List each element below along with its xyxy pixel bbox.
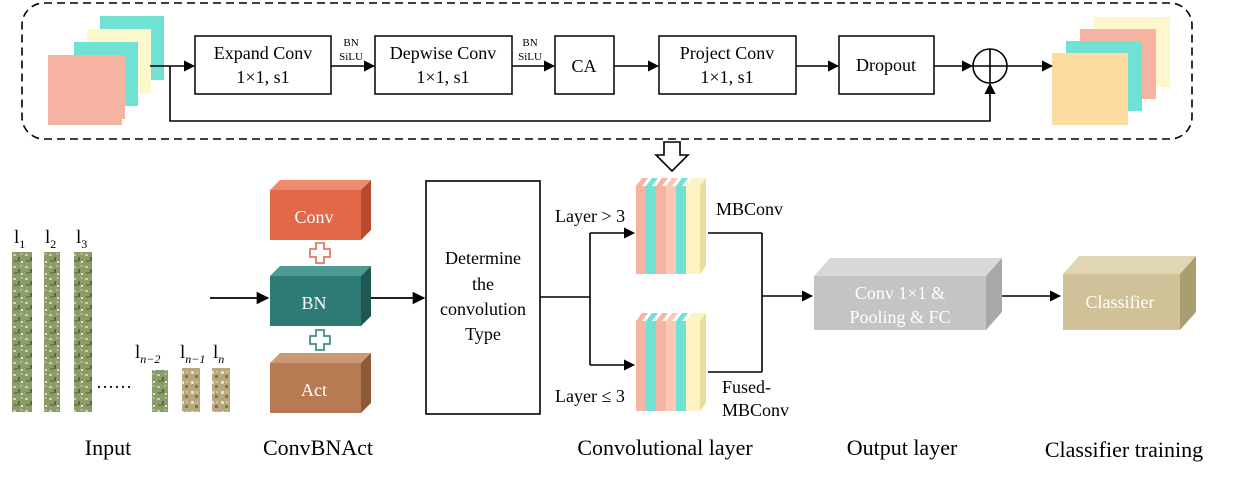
bn-block: BN <box>270 266 371 326</box>
conv-block: Conv <box>270 180 371 240</box>
project-conv-box <box>658 35 797 95</box>
expand-down-arrow-icon <box>654 141 690 173</box>
classifier-block <box>1063 274 1180 330</box>
condition-top: Layer > 3 <box>555 206 625 226</box>
input-image <box>74 252 92 412</box>
input-image <box>44 252 60 412</box>
convolutional-layer-section: Layer > 3 Layer ≤ 3 <box>540 178 814 460</box>
classifier-label: Classifier <box>1086 292 1155 312</box>
bn-block-label: BN <box>301 293 326 313</box>
determine-line: Determine <box>445 248 521 268</box>
output-layer-caption: Output layer <box>847 435 958 460</box>
plus-icon <box>309 329 331 351</box>
silu-label: SiLU <box>339 51 363 63</box>
ca-label: CA <box>571 56 596 76</box>
conv-layer-caption: Convolutional layer <box>577 435 753 460</box>
input-label: ln−2 <box>135 342 160 366</box>
ellipsis: …… <box>96 372 132 392</box>
classifier-section: Classifier Classifier training <box>1045 256 1203 462</box>
expand-conv-title: Expand Conv <box>214 43 313 63</box>
input-image <box>212 368 230 412</box>
mbconv-detail-block: Expand Conv 1×1, s1 BN SiLU Depwise Conv… <box>21 2 1193 140</box>
input-label: l2 <box>45 227 56 251</box>
conv-label: Conv <box>294 207 333 227</box>
determine-line: convolution <box>440 299 526 319</box>
project-conv-title: Project Conv <box>680 43 775 63</box>
depwise-conv-params: 1×1, s1 <box>416 67 469 87</box>
plus-icon <box>309 242 331 264</box>
input-feature-stack <box>48 16 164 125</box>
expand-conv-params: 1×1, s1 <box>236 67 289 87</box>
silu-label: SiLU <box>518 51 542 63</box>
convbnact-section: Conv BN Act ConvBNAct <box>263 180 373 460</box>
input-label: ln−1 <box>180 342 205 366</box>
mbconv-stack <box>636 178 706 274</box>
input-image <box>12 252 32 412</box>
expand-conv-box <box>194 35 332 95</box>
depwise-conv-title: Depwise Conv <box>390 43 497 63</box>
fused-mbconv-label: Fused- <box>722 377 771 397</box>
ca-box <box>554 35 615 95</box>
output-layer-section: Conv 1×1 & Pooling & FC Output layer <box>814 258 1002 460</box>
dropout-box <box>838 35 935 95</box>
dashed-frame <box>21 2 1193 140</box>
determine-line: Type <box>465 324 501 344</box>
condition-bottom: Layer ≤ 3 <box>555 386 625 406</box>
fused-mbconv-label: MBConv <box>722 400 789 420</box>
output-layer-block <box>814 276 986 330</box>
dropout-label: Dropout <box>856 55 916 75</box>
act-label: Act <box>301 380 327 400</box>
output-line: Conv 1×1 & <box>855 283 945 303</box>
input-label: l3 <box>76 227 87 251</box>
fused-mbconv-stack <box>636 313 706 411</box>
determine-line: the <box>472 274 494 294</box>
input-image <box>182 368 200 412</box>
determine-type-block: Determine the convolution Type <box>425 180 541 415</box>
input-label: l1 <box>14 227 25 251</box>
skip-connection-arrow <box>169 66 996 122</box>
output-line: Pooling & FC <box>849 307 950 327</box>
bn-label: BN <box>522 37 537 49</box>
depwise-conv-box <box>374 35 513 95</box>
input-label: ln <box>213 342 224 366</box>
input-image <box>152 370 168 412</box>
bn-label: BN <box>343 37 358 49</box>
input-caption: Input <box>85 435 131 460</box>
output-feature-stack <box>1052 17 1170 125</box>
project-conv-params: 1×1, s1 <box>700 67 753 87</box>
add-node-icon <box>972 48 1008 84</box>
convbnact-caption: ConvBNAct <box>263 435 373 460</box>
act-block: Act <box>270 353 371 413</box>
classifier-caption: Classifier training <box>1045 437 1203 462</box>
input-section: l1 l2 l3 ln−2 ln−1 ln …… Input <box>12 227 230 460</box>
mbconv-label: MBConv <box>716 199 783 219</box>
